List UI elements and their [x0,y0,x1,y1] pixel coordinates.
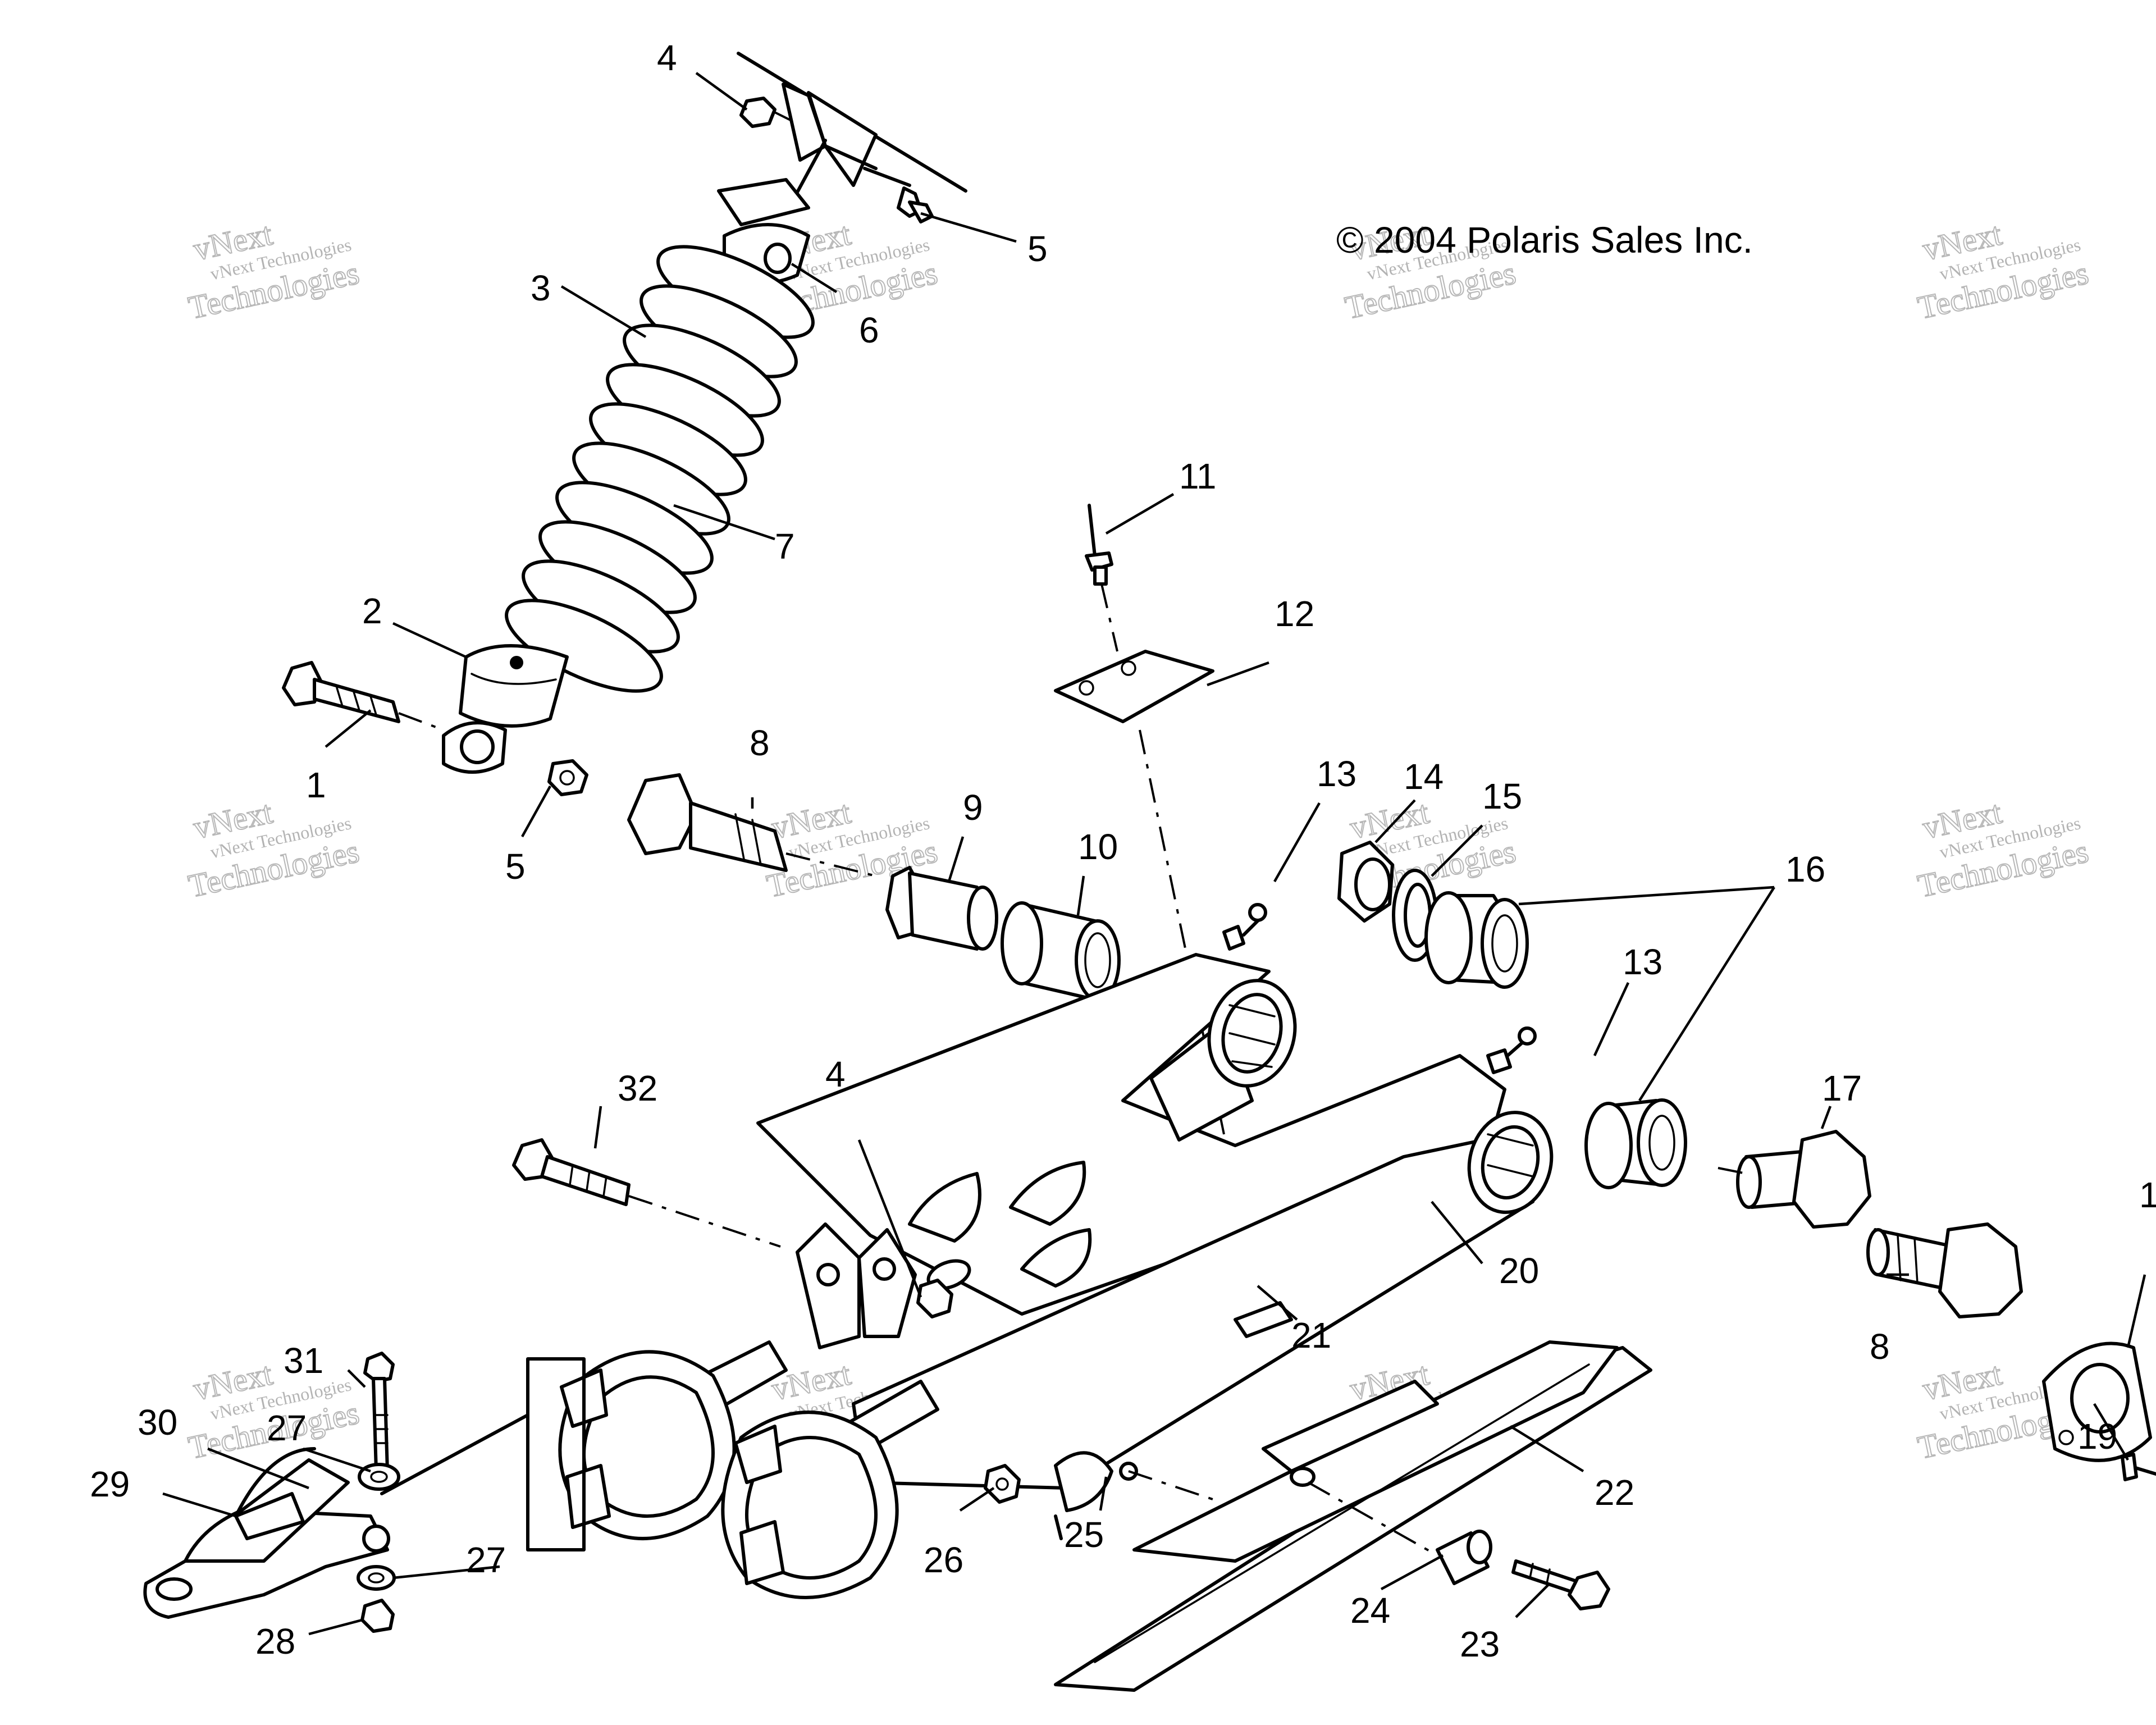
callout-31: 31 [284,1340,323,1381]
lock-plate [2042,1341,2152,1462]
callout-1: 1 [306,765,326,805]
callout-14: 14 [1404,756,1444,797]
watermark: vNext vNext Technologies Technologies [185,793,363,905]
bushing-16b [1584,1098,1687,1189]
callouts: 1 2 3 4 4 5 5 6 7 8 8 9 10 11 12 13 13 1… [90,38,2156,1664]
callout-23: 23 [1460,1624,1500,1664]
callout-8-left: 8 [750,723,770,763]
watermark: vNext vNext Technologies Technologies [1341,215,1519,326]
lower-shock-nut [547,759,588,796]
callout-5-lower: 5 [505,846,526,887]
watermark: vNext vNext Technologies Technologies [1914,793,2092,905]
bushing-16a [1424,891,1529,989]
bolt-32 [512,1138,781,1248]
nut-28 [360,1599,395,1633]
callout-30: 30 [138,1402,177,1443]
callout-6: 6 [859,310,879,350]
callout-13-upper: 13 [1317,754,1356,794]
callout-29: 29 [90,1464,130,1504]
callout-12: 12 [1275,594,1314,634]
leader-lines [162,72,2146,1636]
lock-plate-screw [2121,1453,2156,1481]
callout-19: 19 [2077,1416,2117,1457]
callout-21: 21 [1291,1315,1331,1356]
spacer-24 [1308,1481,1492,1585]
grease-fitting-upper [1222,903,1267,951]
callout-2: 2 [362,591,382,631]
callout-7: 7 [775,526,795,567]
bolt-23 [1511,1559,1610,1610]
callout-20: 20 [1499,1251,1539,1291]
skid-plate [1054,1340,1652,1692]
callout-15: 15 [1482,776,1522,816]
rivet [1085,504,1118,652]
lower-shock-bolt [282,661,444,731]
pivot-bushing [885,866,998,951]
mount-bracket-left [143,1447,390,1619]
watermark: vNext vNext Technologies Technologies [1914,215,2092,326]
callout-18: 1 [2139,1175,2156,1215]
callout-32: 32 [618,1068,657,1108]
callout-25: 25 [1064,1514,1104,1555]
callout-27-lower: 27 [466,1540,506,1580]
pivot-sleeve [1001,901,1121,1001]
pivot-bolt-left [627,773,876,877]
callout-26: 26 [924,1540,963,1580]
pivot-shaft [1718,1130,1871,1229]
callout-10: 10 [1078,827,1118,867]
nut-26 [984,1464,1021,1504]
callout-27-upper: 27 [267,1408,307,1448]
clip-25 [1054,1451,1138,1540]
frame-mount-bracket [717,52,967,226]
callout-9: 9 [963,787,983,828]
callout-4-arm: 4 [825,1054,846,1094]
callout-17: 17 [1822,1068,1862,1108]
swing-arm [689,953,1554,1490]
grease-fitting-lower [1486,1026,1537,1074]
callout-22: 22 [1595,1472,1634,1513]
bolt-31 [363,1352,395,1473]
pivot-bolt-right [1866,1222,2023,1318]
nut-top [739,97,792,128]
link-line [380,1413,529,1495]
callout-28: 28 [255,1621,295,1662]
callout-13-lower: 13 [1623,942,1662,982]
callout-24: 24 [1350,1590,1390,1631]
pivot-nut [1337,841,1394,923]
callout-11: 11 [1179,456,1216,496]
callout-16: 16 [1785,849,1825,889]
callout-3: 3 [531,268,551,308]
shock-absorber [442,223,815,774]
callout-8-right: 8 [1870,1326,1890,1367]
washer-27-lower [357,1565,396,1591]
plate [1054,650,1225,1135]
callout-4-top: 4 [657,38,677,78]
callout-5-top: 5 [1027,229,1048,269]
clamp-rings [526,1350,899,1599]
copyright-text: © 2004 Polaris Sales Inc. [1336,219,1753,261]
watermark: vNext vNext Technologies Technologies [185,215,363,326]
